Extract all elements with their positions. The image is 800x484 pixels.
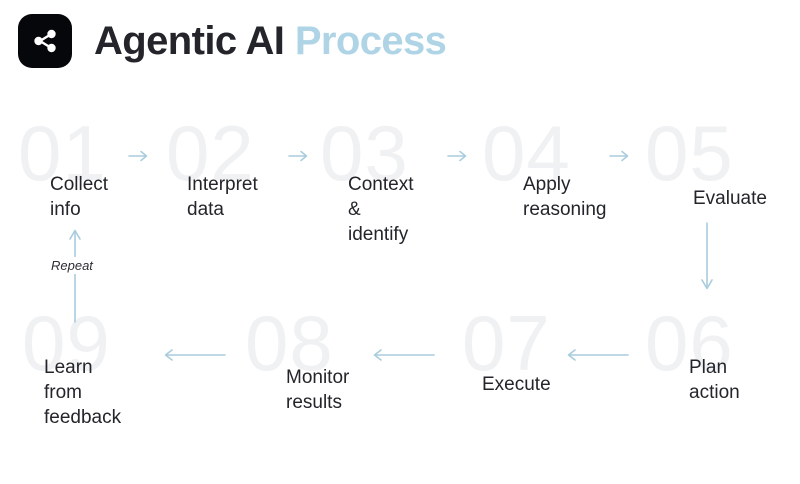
step-label-08: Monitor results: [286, 367, 350, 414]
arrow-right-03-to-04: [447, 148, 469, 164]
arrow-left-08-to-09: [163, 347, 227, 363]
step-number-05: 05: [645, 109, 734, 197]
step-number-08: 08: [245, 299, 334, 387]
step-label-09: Learn from feedback: [44, 357, 122, 429]
arrow-left-06-to-07: [566, 347, 630, 363]
page-header: Agentic AI Process: [18, 14, 447, 68]
arrow-right-04-to-05: [609, 148, 631, 164]
repeat-label: Repeat: [48, 257, 96, 274]
arrow-right-01-to-02: [128, 148, 150, 164]
step-label-04: Apply reasoning: [523, 174, 607, 221]
step-label-05: Evaluate: [693, 188, 767, 209]
step-label-01: Collect info: [50, 174, 109, 221]
arrow-down-05-to-06: [697, 222, 717, 294]
step-label-07: Execute: [482, 374, 551, 395]
step-number-03: 03: [320, 109, 409, 197]
step-label-03: Context & identify: [348, 174, 414, 246]
step-number-09: 09: [22, 299, 111, 387]
step-number-01: 01: [18, 109, 107, 197]
step-label-06: Plan action: [689, 357, 740, 404]
arrow-right-02-to-03: [288, 148, 310, 164]
page-title-primary: Agentic AI: [94, 19, 285, 63]
step-number-06: 06: [645, 299, 734, 387]
step-number-07: 07: [462, 299, 551, 387]
arrow-left-07-to-08: [372, 347, 436, 363]
step-number-02: 02: [166, 109, 255, 197]
step-number-04: 04: [482, 109, 571, 197]
share-nodes-icon: [18, 14, 72, 68]
step-label-02: Interpret data: [187, 174, 258, 221]
arrow-up-repeat: [65, 228, 85, 324]
page-title-accent: Process: [294, 19, 447, 63]
page-title: Agentic AI Process: [94, 19, 447, 63]
